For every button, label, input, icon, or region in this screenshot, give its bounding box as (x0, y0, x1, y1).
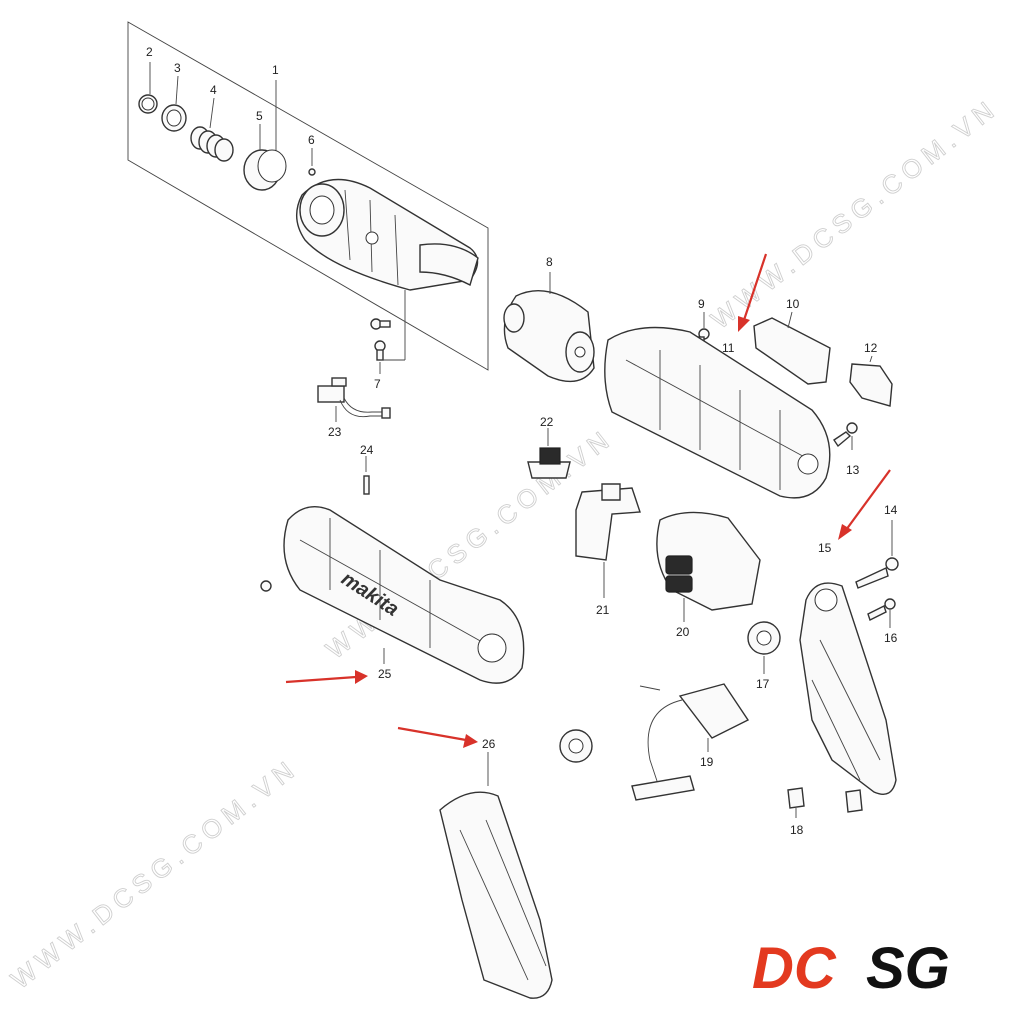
callout-5: 5 (256, 109, 263, 123)
callout-11: 11 (722, 341, 735, 355)
part-23-switch (317, 377, 391, 422)
callout-7: 7 (374, 377, 381, 391)
part-5-sleeve (243, 124, 287, 191)
part-3-washer (161, 75, 187, 132)
part-12-clip (849, 355, 893, 407)
part-2-retaining-ring (138, 62, 158, 114)
arrow-to-part-15 (838, 469, 891, 540)
callout-14: 14 (884, 503, 898, 517)
arrow-to-part-26 (397, 726, 478, 748)
logo-sg-text: SG (866, 936, 950, 1001)
callout-25: 25 (378, 667, 392, 681)
part-24-pin (363, 456, 370, 495)
callout-9: 9 (698, 297, 705, 311)
part-19-controller (631, 683, 750, 801)
callout-2: 2 (146, 45, 153, 59)
part-14-long-screw (855, 520, 899, 589)
part-10-nameplate (753, 311, 831, 385)
callout-24: 24 (360, 443, 374, 457)
callout-15: 15 (818, 541, 832, 555)
arrow-to-part-25 (285, 670, 368, 684)
part-22-forward-reverse-button (527, 428, 571, 479)
part-13-screw (833, 422, 858, 450)
callout-22: 22 (540, 415, 554, 429)
callout-13: 13 (846, 463, 860, 477)
callout-23: 23 (328, 425, 342, 439)
dcsg-logo: DC SG (752, 936, 950, 1001)
part-19-disc (559, 729, 593, 763)
part-11-housing-right (604, 326, 831, 499)
part-6-steel-ball (308, 148, 316, 176)
part-7-screws (370, 290, 406, 374)
callout-16: 16 (884, 631, 898, 645)
callout-17: 17 (756, 677, 770, 691)
callout-12: 12 (864, 341, 878, 355)
callout-26: 26 (482, 737, 496, 751)
callout-6: 6 (308, 133, 315, 147)
part-20-battery-connector (656, 511, 761, 622)
callout-10: 10 (786, 297, 800, 311)
callout-18: 18 (790, 823, 804, 837)
part-15-handle-housing-right (799, 582, 897, 795)
arrow-to-part-11 (738, 253, 768, 332)
part-17-plate (747, 621, 781, 674)
part-26-grip (439, 752, 553, 999)
callout-1: 1 (272, 63, 279, 77)
callout-20: 20 (676, 625, 690, 639)
callout-3: 3 (174, 61, 181, 75)
part-16-screw (867, 598, 896, 628)
part-18-terminal-tabs (787, 787, 863, 818)
watermark-diagonal-bottom: WWW.DCSG.COM.VN (5, 752, 304, 995)
callout-4: 4 (210, 83, 217, 97)
callout-8: 8 (546, 255, 553, 269)
watermark-diagonal-top: WWW.DCSG.COM.VN (705, 92, 1004, 335)
assembly-1-outline (127, 21, 489, 371)
part-4-spring (190, 97, 234, 162)
part-1-gear-assembly (296, 178, 479, 291)
callout-21: 21 (596, 603, 610, 617)
part-21-switch-lever (575, 483, 641, 598)
part-25-housing-left: makita (260, 506, 525, 684)
callout-labels: 1 2 3 4 5 6 7 8 9 10 11 12 13 14 15 16 1… (146, 45, 898, 837)
part-8-motor (503, 272, 595, 383)
highlight-arrows (285, 253, 891, 748)
logo-dc-text: DC (752, 936, 837, 1001)
callout-19: 19 (700, 755, 714, 769)
